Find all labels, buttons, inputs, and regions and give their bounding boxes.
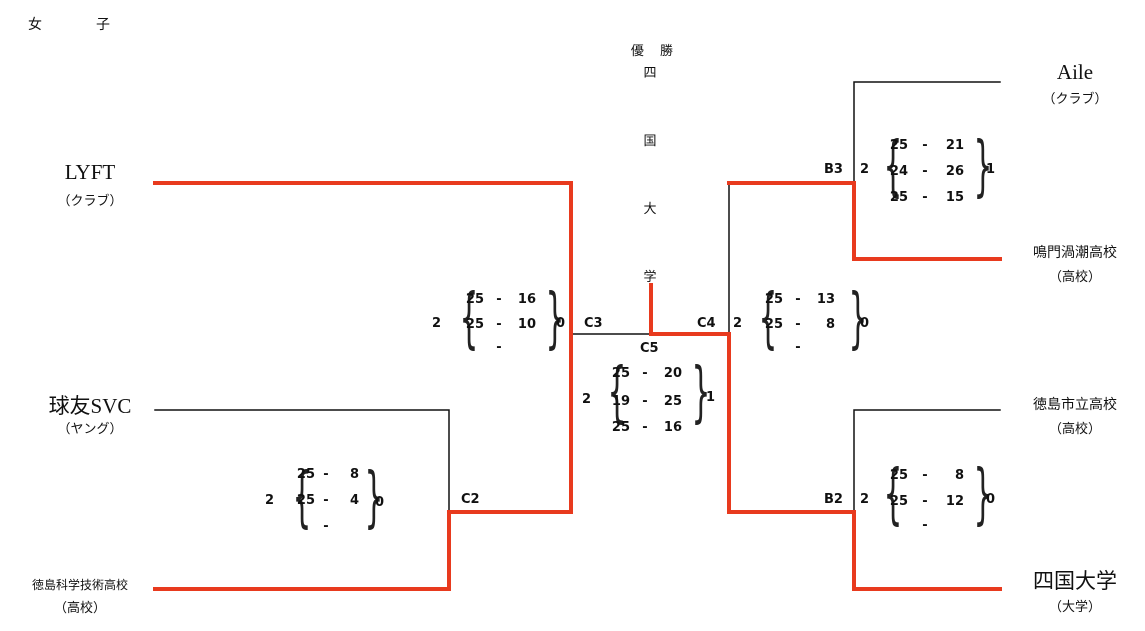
brace-left-icon: { [607,353,627,430]
match-code-b2: B2 [824,492,843,507]
team-lyft-category: （クラブ） [57,194,123,209]
division-title: 女 子 [28,17,130,33]
score-c5-set1-a: 25 [611,366,630,381]
score-c4-set2-b: 8 [825,317,835,332]
match-code-c3: C3 [584,316,603,331]
score-c2-set2-b: 4 [349,493,359,508]
score-c3-right-total: 0 [556,316,566,331]
team-aile-category: （クラブ） [1042,92,1108,107]
score-b3-right-total: 1 [986,162,996,177]
score-b3-set1-b: 21 [945,138,964,153]
score-c5-set3-b: 16 [663,420,682,435]
brace-right-icon: } [364,458,384,535]
team-tokushima-kagaku-name: 徳島科学技術高校 [31,578,128,592]
match-code-c5: C5 [640,341,659,356]
score-b2-set1-a: 25 [889,468,908,483]
team-tokushima-shiritsu-name: 徳島市立高校 [1033,397,1117,413]
score-c5-left-total: 2 [582,392,592,407]
champion-char-3: 大 [643,202,657,217]
score-c2-set1-b: 8 [349,467,359,482]
line-champion [649,283,856,514]
brace-left-icon: { [758,279,778,356]
brace-right-icon: } [973,127,993,204]
brace-left-icon: { [883,455,903,532]
team-kyuyu-name: 球友SVC [48,394,132,418]
score-c4-right-total: 0 [860,316,870,331]
team-aile-name: Aile [1056,60,1094,84]
brace-right-icon: } [691,353,711,430]
score-b3-set2-b: 26 [945,164,964,179]
score-block-b2: 2 { 25-8 25-12 - } 0 [860,455,996,533]
score-c4-set2-a: 25 [764,317,783,332]
brace-right-icon: } [973,455,993,532]
score-b3-set1-a: 25 [889,138,908,153]
score-c5-set2-a: 19 [611,394,630,409]
champion-char-4: 学 [643,270,657,285]
score-c5-set1-b: 20 [663,366,682,381]
score-c4-set1-a: 25 [764,292,783,307]
team-shikoku-name: 四国大学 [1033,569,1117,593]
match-code-c4: C4 [697,316,716,331]
champion-char-2: 国 [643,134,657,149]
score-c5-right-total: 1 [706,390,716,405]
score-block-c5: 2 { 25-20 19-25 25-16 } 1 [582,353,716,435]
team-naruto-category: （高校） [1048,270,1101,285]
score-b2-set2-a: 25 [889,494,908,509]
match-code-c2: C2 [461,492,480,507]
score-b3-set3-b: 15 [945,190,964,205]
score-c4-left-total: 2 [733,316,743,331]
score-b2-left-total: 2 [860,492,870,507]
brace-right-icon: } [848,279,868,356]
line-naruto [727,181,1002,261]
line-lyft [153,181,573,336]
team-kyuyu-category: （ヤング） [57,422,123,437]
score-b2-set1-b: 8 [954,468,964,483]
score-c2-set1-a: 25 [296,467,315,482]
line-tokushima-shiritsu [853,409,1001,513]
team-tokushima-shiritsu-category: （高校） [1048,422,1101,437]
score-c3-set2-a: 25 [465,317,484,332]
team-tokushima-kagaku-category: （高校） [53,601,106,616]
score-b2-set2-b: 12 [945,494,964,509]
red-bracket-paths [153,181,1002,591]
score-c5-set2-b: 25 [663,394,682,409]
line-kyuyu [154,409,450,513]
team-shikoku-category: （大学） [1048,600,1101,615]
score-c2-set2-a: 25 [296,493,315,508]
score-b2-right-total: 0 [986,492,996,507]
brace-left-icon: { [883,127,903,204]
score-c3-set1-b: 16 [517,292,536,307]
line-tokushima-kagaku [153,332,573,591]
score-block-c4: 2 { 25-13 25-8 - } 0 [733,279,870,356]
score-c4-set1-b: 13 [816,292,835,307]
score-c3-set2-b: 10 [517,317,536,332]
line-shikoku [852,510,1002,591]
score-c2-right-total: 0 [375,495,385,510]
champion-label: 優 勝 [630,44,680,59]
score-b3-set2-a: 24 [889,164,908,179]
team-lyft-name: LYFT [64,160,116,184]
score-block-b3: 2 { 25-21 24-26 25-15 } 1 [860,127,996,205]
score-b3-set3-a: 25 [889,190,908,205]
score-block-c2: 2 { 25-8 25-4 - } 0 [265,458,385,535]
score-c3-set1-a: 25 [465,292,484,307]
score-c3-left-total: 2 [432,316,442,331]
score-b3-left-total: 2 [860,162,870,177]
team-naruto-name: 鳴門渦潮高校 [1033,245,1117,261]
match-code-b3: B3 [824,162,843,177]
brace-left-icon: { [459,279,479,356]
line-aile [853,81,1001,184]
brace-right-icon: } [545,279,565,356]
score-c5-set3-a: 25 [611,420,630,435]
brace-left-icon: { [292,458,312,535]
champion-char-1: 四 [643,66,657,81]
score-block-c3: 2 { 25-16 25-10 - } 0 [432,279,566,356]
black-bracket-paths [154,81,1001,513]
score-c2-left-total: 2 [265,493,275,508]
